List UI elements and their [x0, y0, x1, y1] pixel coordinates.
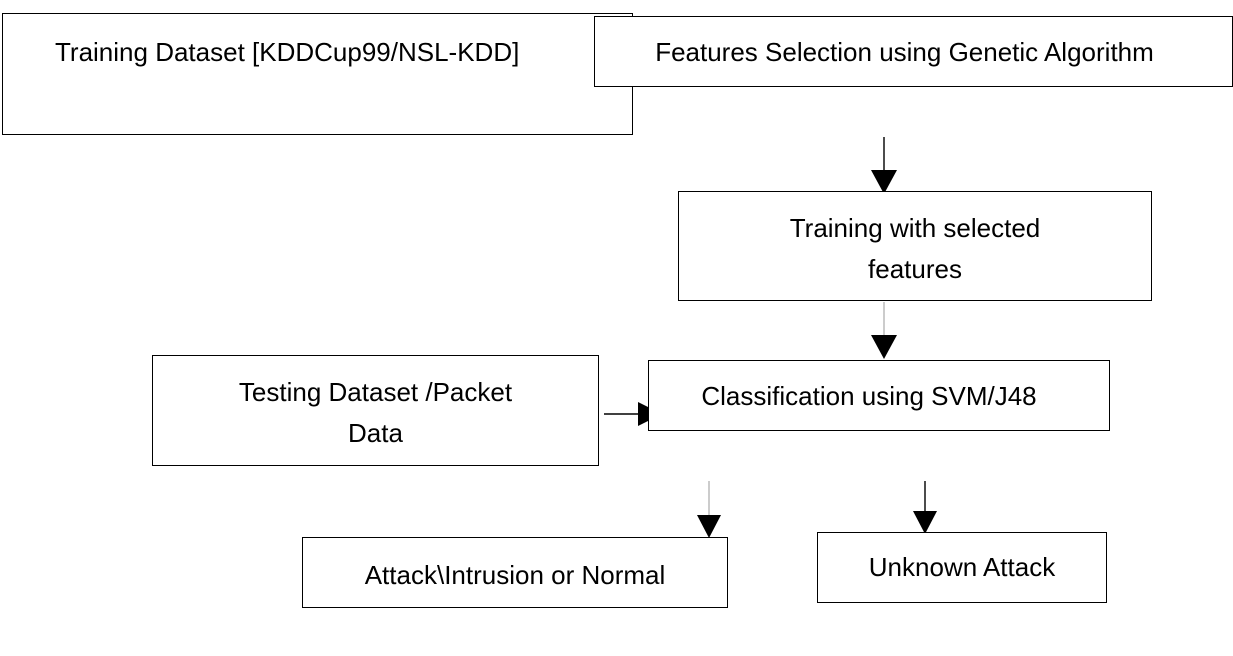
testing-dataset-label-line2: Data [348, 418, 403, 448]
classification-box: Classification using SVM/J48 [648, 360, 1110, 431]
arrowhead-training-to-classification [871, 335, 897, 359]
training-selected-features-box: Training with selected features [678, 191, 1152, 301]
feature-selection-label: Features Selection using Genetic Algorit… [655, 37, 1154, 67]
arrowhead-selection-to-training [871, 170, 897, 194]
training-dataset-box: Training Dataset [KDDCup99/NSL-KDD] [2, 13, 633, 135]
unknown-attack-label: Unknown Attack [868, 552, 1056, 582]
arrowhead-classification-to-attack [697, 515, 721, 538]
training-selected-label-line2: features [868, 254, 962, 284]
testing-dataset-box: Testing Dataset /Packet Data [152, 355, 599, 466]
attack-or-normal-label: Attack\Intrusion or Normal [364, 560, 666, 590]
classification-label: Classification using SVM/J48 [701, 381, 1037, 411]
training-selected-label-line1: Training with selected [789, 213, 1041, 243]
arrowhead-classification-to-unknown [913, 511, 937, 534]
training-dataset-label: Training Dataset [KDDCup99/NSL-KDD] [55, 37, 520, 67]
testing-dataset-label-line1: Testing Dataset /Packet [238, 377, 513, 407]
unknown-attack-box: Unknown Attack [817, 532, 1107, 603]
feature-selection-box: Features Selection using Genetic Algorit… [594, 16, 1233, 87]
attack-or-normal-box: Attack\Intrusion or Normal [302, 537, 728, 608]
